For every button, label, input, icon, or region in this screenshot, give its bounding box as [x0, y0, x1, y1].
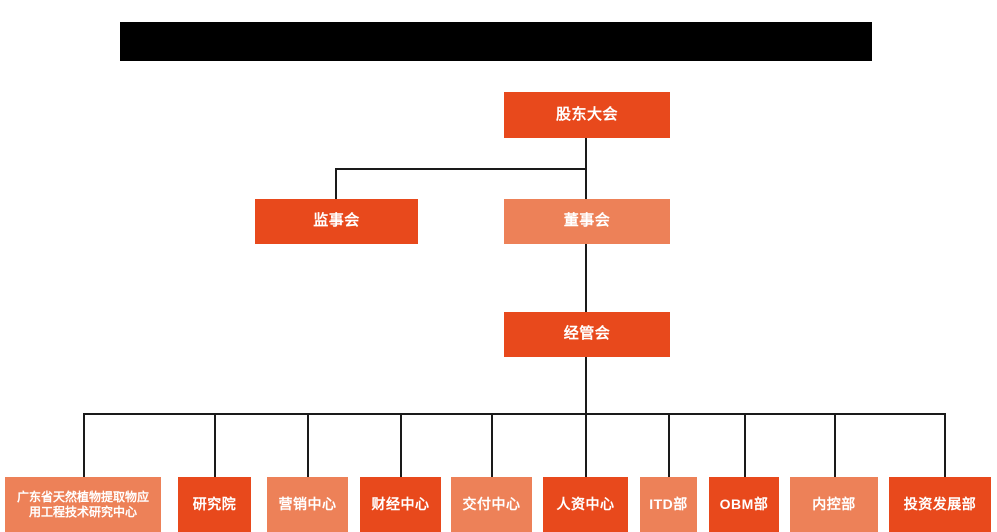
connector-drop-supervisors — [335, 168, 337, 199]
node-dept-finance-center-label: 财经中心 — [371, 495, 430, 512]
node-dept-internal-control[interactable]: 内控部 — [790, 477, 878, 532]
node-dept-itd-label: ITD部 — [649, 495, 688, 512]
connector-board-to-management — [585, 243, 587, 312]
connector-drop-dept-8 — [744, 413, 746, 477]
node-management-committee-label: 经管会 — [563, 325, 611, 343]
connector-drop-board — [585, 168, 587, 199]
node-board-of-supervisors-label: 监事会 — [313, 212, 360, 230]
node-dept-hr-center[interactable]: 人资中心 — [543, 477, 628, 532]
node-board-of-supervisors[interactable]: 监事会 — [255, 199, 418, 244]
node-dept-guangdong-research-center-label: 广东省天然植物提取物应用工程技术研究中心 — [13, 490, 153, 520]
dept-1-line-1: 广东省天然植物提取物应 — [16, 489, 149, 504]
connector-drop-dept-6 — [585, 413, 587, 477]
connector-drop-dept-5 — [491, 413, 493, 477]
node-dept-obm-label: OBM部 — [719, 495, 769, 512]
node-dept-investment-development[interactable]: 投资发展部 — [889, 477, 991, 532]
node-dept-marketing-center[interactable]: 营销中心 — [267, 477, 348, 532]
connector-drop-dept-10 — [944, 413, 946, 477]
connector-management-down — [585, 357, 587, 414]
node-dept-delivery-center-label: 交付中心 — [462, 495, 521, 512]
node-dept-research-institute-label: 研究院 — [192, 495, 237, 512]
node-dept-itd[interactable]: ITD部 — [640, 477, 697, 532]
node-dept-marketing-center-label: 营销中心 — [278, 495, 337, 512]
connector-level2-bus — [335, 168, 586, 170]
node-shareholders-meeting-label: 股东大会 — [555, 105, 618, 123]
node-dept-delivery-center[interactable]: 交付中心 — [451, 477, 532, 532]
node-shareholders-meeting[interactable]: 股东大会 — [504, 92, 670, 138]
connector-drop-dept-7 — [668, 413, 670, 477]
node-dept-guangdong-research-center[interactable]: 广东省天然植物提取物应用工程技术研究中心 — [5, 477, 161, 532]
node-management-committee[interactable]: 经管会 — [504, 312, 670, 357]
connector-drop-dept-9 — [834, 413, 836, 477]
node-dept-hr-center-label: 人资中心 — [556, 495, 615, 512]
redacted-title-bar — [120, 22, 872, 61]
connector-drop-dept-1 — [83, 413, 85, 477]
node-board-of-directors-label: 董事会 — [563, 212, 611, 230]
node-dept-investment-development-label: 投资发展部 — [903, 495, 977, 512]
connector-drop-dept-2 — [214, 413, 216, 477]
node-board-of-directors[interactable]: 董事会 — [504, 199, 670, 244]
node-dept-obm[interactable]: OBM部 — [709, 477, 779, 532]
node-dept-research-institute[interactable]: 研究院 — [178, 477, 251, 532]
connector-shareholders-down — [585, 138, 587, 170]
connector-drop-dept-3 — [307, 413, 309, 477]
node-dept-finance-center[interactable]: 财经中心 — [360, 477, 441, 532]
connector-department-bus — [83, 413, 946, 415]
node-dept-internal-control-label: 内控部 — [812, 495, 856, 512]
dept-1-line-2: 用工程技术研究中心 — [28, 504, 137, 519]
connector-drop-dept-4 — [400, 413, 402, 477]
